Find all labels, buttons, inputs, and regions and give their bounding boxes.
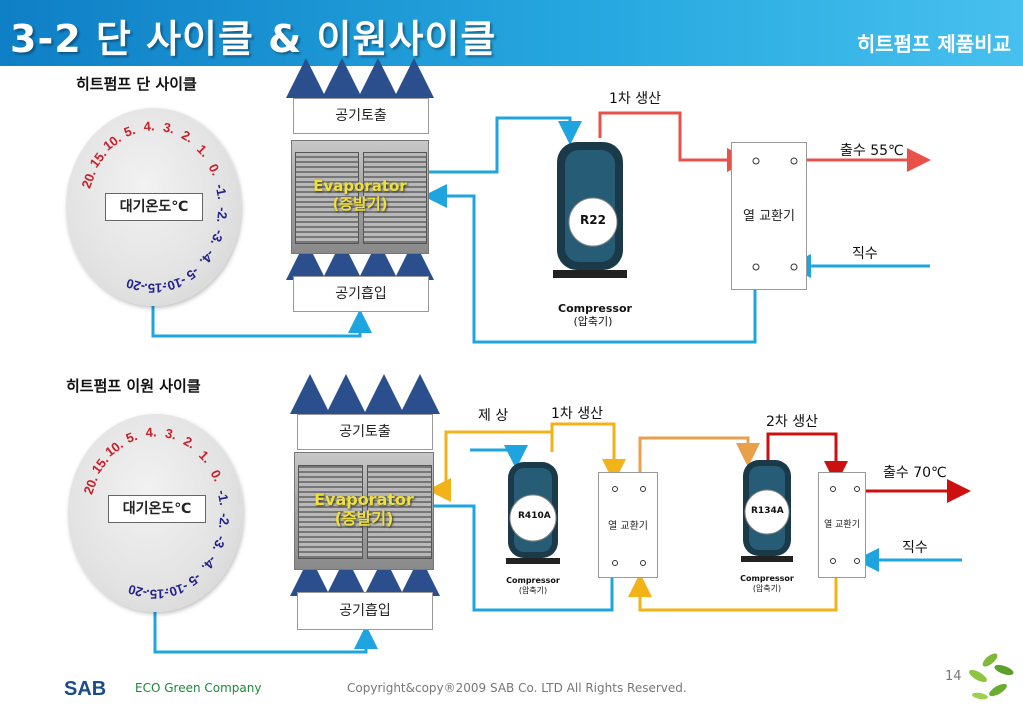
dial-tick-label: -20 (127, 582, 149, 601)
inlet-label-top: 직수 (852, 243, 878, 263)
ambient-temp-label-bottom: 대기온도℃ (108, 495, 206, 523)
evaporator-top: Evaporator (증발기) (291, 140, 429, 254)
evaporator-name: Evaporator (295, 490, 433, 509)
dial-tick-label: -3. (208, 228, 228, 248)
compressor-korean: (압축기) (558, 315, 628, 328)
heat-exchanger-label: 열 교환기 (819, 517, 865, 530)
heat-exchanger-label: 열 교환기 (732, 205, 806, 224)
dial-tick-label: 1. (194, 142, 212, 160)
dial-tick-label: 10. (100, 131, 123, 154)
dial-tick-label: 3. (164, 425, 178, 442)
dial-tick-label: 20. (80, 474, 100, 496)
copyright-text: Copyright&copy®2009 SAB Co. LTD All Righ… (347, 681, 687, 695)
production-2-label: 2차 생산 (766, 411, 818, 431)
heat-exchanger-2: 열 교환기 (818, 472, 866, 578)
production-1-label: 1차 생산 (551, 403, 603, 423)
dial-tick-label: 3. (162, 119, 176, 136)
heat-exchanger-1: 열 교환기 (598, 472, 658, 578)
sab-logo: SAB (64, 678, 106, 701)
dial-tick-label: 1. (196, 448, 214, 466)
refrigerant-r134a: R134A (751, 506, 784, 516)
air-outlet-box-bottom: 공기토출 (297, 414, 433, 450)
compressor-label-r134a: Compressor (압축기) (735, 574, 799, 594)
dial-tick-label: 4. (145, 424, 157, 440)
compressor-name: Compressor (500, 576, 566, 586)
outlet-label-top: 출수 55℃ (840, 140, 904, 160)
dial-tick-label: 5. (124, 428, 139, 446)
dial-tick-label: -2. (216, 513, 232, 530)
dial-tick-label: 0. (208, 467, 226, 484)
evaporator-label-bottom: Evaporator (증발기) (295, 490, 433, 528)
production-label-top: 1차 생산 (609, 88, 661, 108)
dial-tick-label: 4. (143, 118, 155, 134)
dial-tick-label: 5. (122, 122, 137, 140)
compressor-name: Compressor (735, 574, 799, 584)
evaporator-korean: (증발기) (292, 195, 428, 213)
air-in-arrows-top (306, 260, 414, 274)
evaporator-name: Evaporator (292, 177, 428, 195)
compressor-korean: (압축기) (500, 586, 566, 596)
evaporator-label-top: Evaporator (증발기) (292, 177, 428, 213)
refrigerant-r410a: R410A (518, 511, 551, 521)
refrigerant-r22: R22 (580, 213, 606, 227)
air-inlet-box-top: 공기흡입 (293, 276, 429, 312)
dial-tick-label: -15. (144, 280, 167, 296)
dial-tick-label: 0. (206, 161, 224, 178)
dial-tick-label: -3. (210, 534, 230, 554)
heat-exchanger-top: 열 교환기 (731, 142, 807, 290)
compressor-label-r410a: Compressor (압축기) (500, 576, 566, 596)
defrost-label: 제 상 (478, 405, 508, 425)
dial-tick-label: 2. (181, 433, 198, 451)
dial-tick-label: 20. (78, 168, 98, 190)
dial-tick-label: -20 (125, 276, 147, 295)
dial-tick-label: -2. (214, 207, 230, 224)
dial-tick-label: -1. (215, 489, 233, 507)
dial-tick-label: -4. (199, 553, 220, 574)
cascade-cycle-heading: 히트펌프 이원 사이클 (66, 375, 201, 396)
ambient-temp-label-top: 대기온도℃ (105, 193, 203, 221)
evaporator-korean: (증발기) (295, 509, 433, 528)
air-in-arrows-bottom (310, 576, 420, 590)
air-out-arrows-top (306, 78, 414, 96)
air-outlet-box-top: 공기토출 (293, 98, 429, 134)
dial-tick-label: -1. (213, 183, 231, 201)
inlet-label-bottom: 직수 (902, 537, 928, 557)
outlet-label-bottom: 출수 70℃ (883, 462, 947, 482)
compressor-label-top: Compressor (압축기) (558, 302, 628, 328)
evaporator-bottom: Evaporator (증발기) (294, 452, 434, 570)
leaf-decoration-icon (960, 640, 1020, 706)
heat-exchanger-label: 열 교환기 (599, 517, 657, 532)
dial-tick-label: 2. (179, 127, 196, 145)
single-cycle-heading: 히트펌프 단 사이클 (76, 73, 197, 94)
dial-tick-label: 10. (102, 437, 125, 460)
dial-tick-label: -15. (146, 586, 169, 602)
company-tagline: ECO Green Company (135, 681, 261, 695)
compressor-korean: (압축기) (735, 584, 799, 594)
dial-tick-label: -4. (197, 247, 218, 268)
air-out-arrows-bottom (310, 394, 420, 412)
air-inlet-box-bottom: 공기흡입 (297, 592, 433, 630)
compressor-name: Compressor (558, 302, 628, 315)
